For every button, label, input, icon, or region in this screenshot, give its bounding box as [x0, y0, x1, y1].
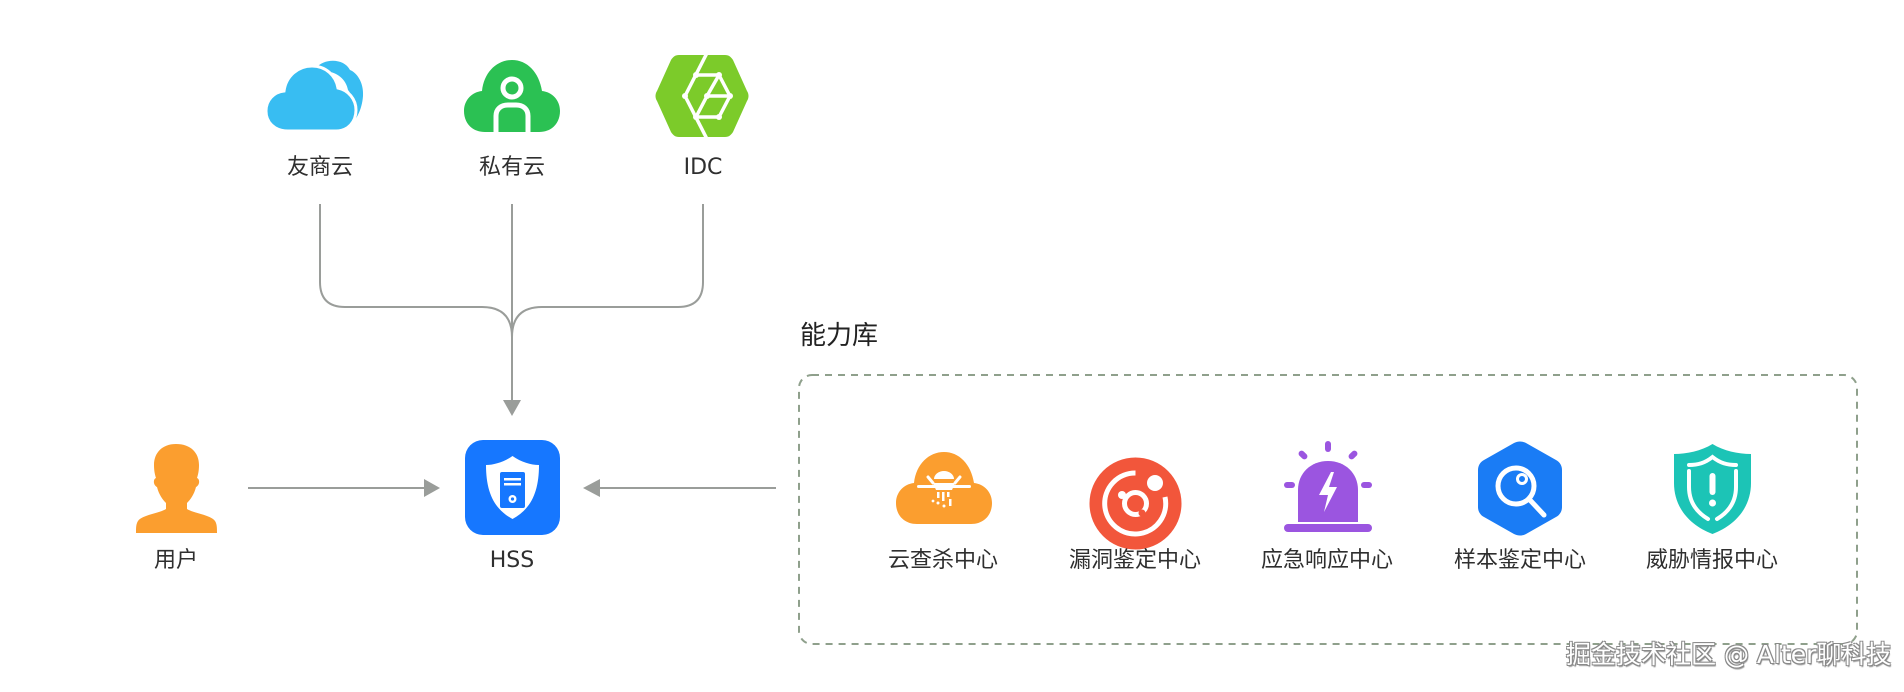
capability-label-emergency: 应急响应中心	[1260, 548, 1394, 573]
vulnerability-target-icon	[1089, 457, 1182, 550]
edge-friend-cloud-to-hss	[319, 204, 513, 338]
capability-label-threat-intel: 威胁情报中心	[1645, 548, 1779, 573]
cloud-user-icon	[464, 60, 560, 132]
source-label-idc: IDC	[683, 155, 723, 180]
edge-idc-to-hss	[511, 204, 704, 338]
capability-label-cloud-scan: 云查杀中心	[887, 548, 999, 573]
arrowhead-left	[583, 479, 600, 497]
source-label-private-cloud: 私有云	[478, 155, 546, 180]
user-icon	[136, 444, 217, 533]
arrowhead-right	[424, 479, 440, 497]
source-label-friend-cloud: 友商云	[286, 155, 354, 180]
alarm-siren-icon	[1284, 441, 1372, 532]
hss-label: HSS	[489, 548, 535, 573]
cloud-icon	[264, 60, 364, 133]
capability-label-vulnerability: 漏洞鉴定中心	[1068, 548, 1202, 573]
capability-label-sample: 样本鉴定中心	[1453, 548, 1587, 573]
capability-library-border	[798, 374, 1858, 645]
hexagon-search-icon	[1478, 441, 1562, 536]
hexagon-cube-icon	[655, 53, 749, 139]
cloud-scan-icon	[896, 452, 992, 524]
arrowhead-down	[503, 400, 521, 416]
user-label: 用户	[153, 548, 199, 573]
shield-alert-icon	[1674, 444, 1751, 534]
shield-server-icon[interactable]	[465, 440, 560, 535]
capability-library-title: 能力库	[800, 321, 879, 351]
watermark: 掘金技术社区 @ Alter聊科技	[1566, 640, 1892, 669]
